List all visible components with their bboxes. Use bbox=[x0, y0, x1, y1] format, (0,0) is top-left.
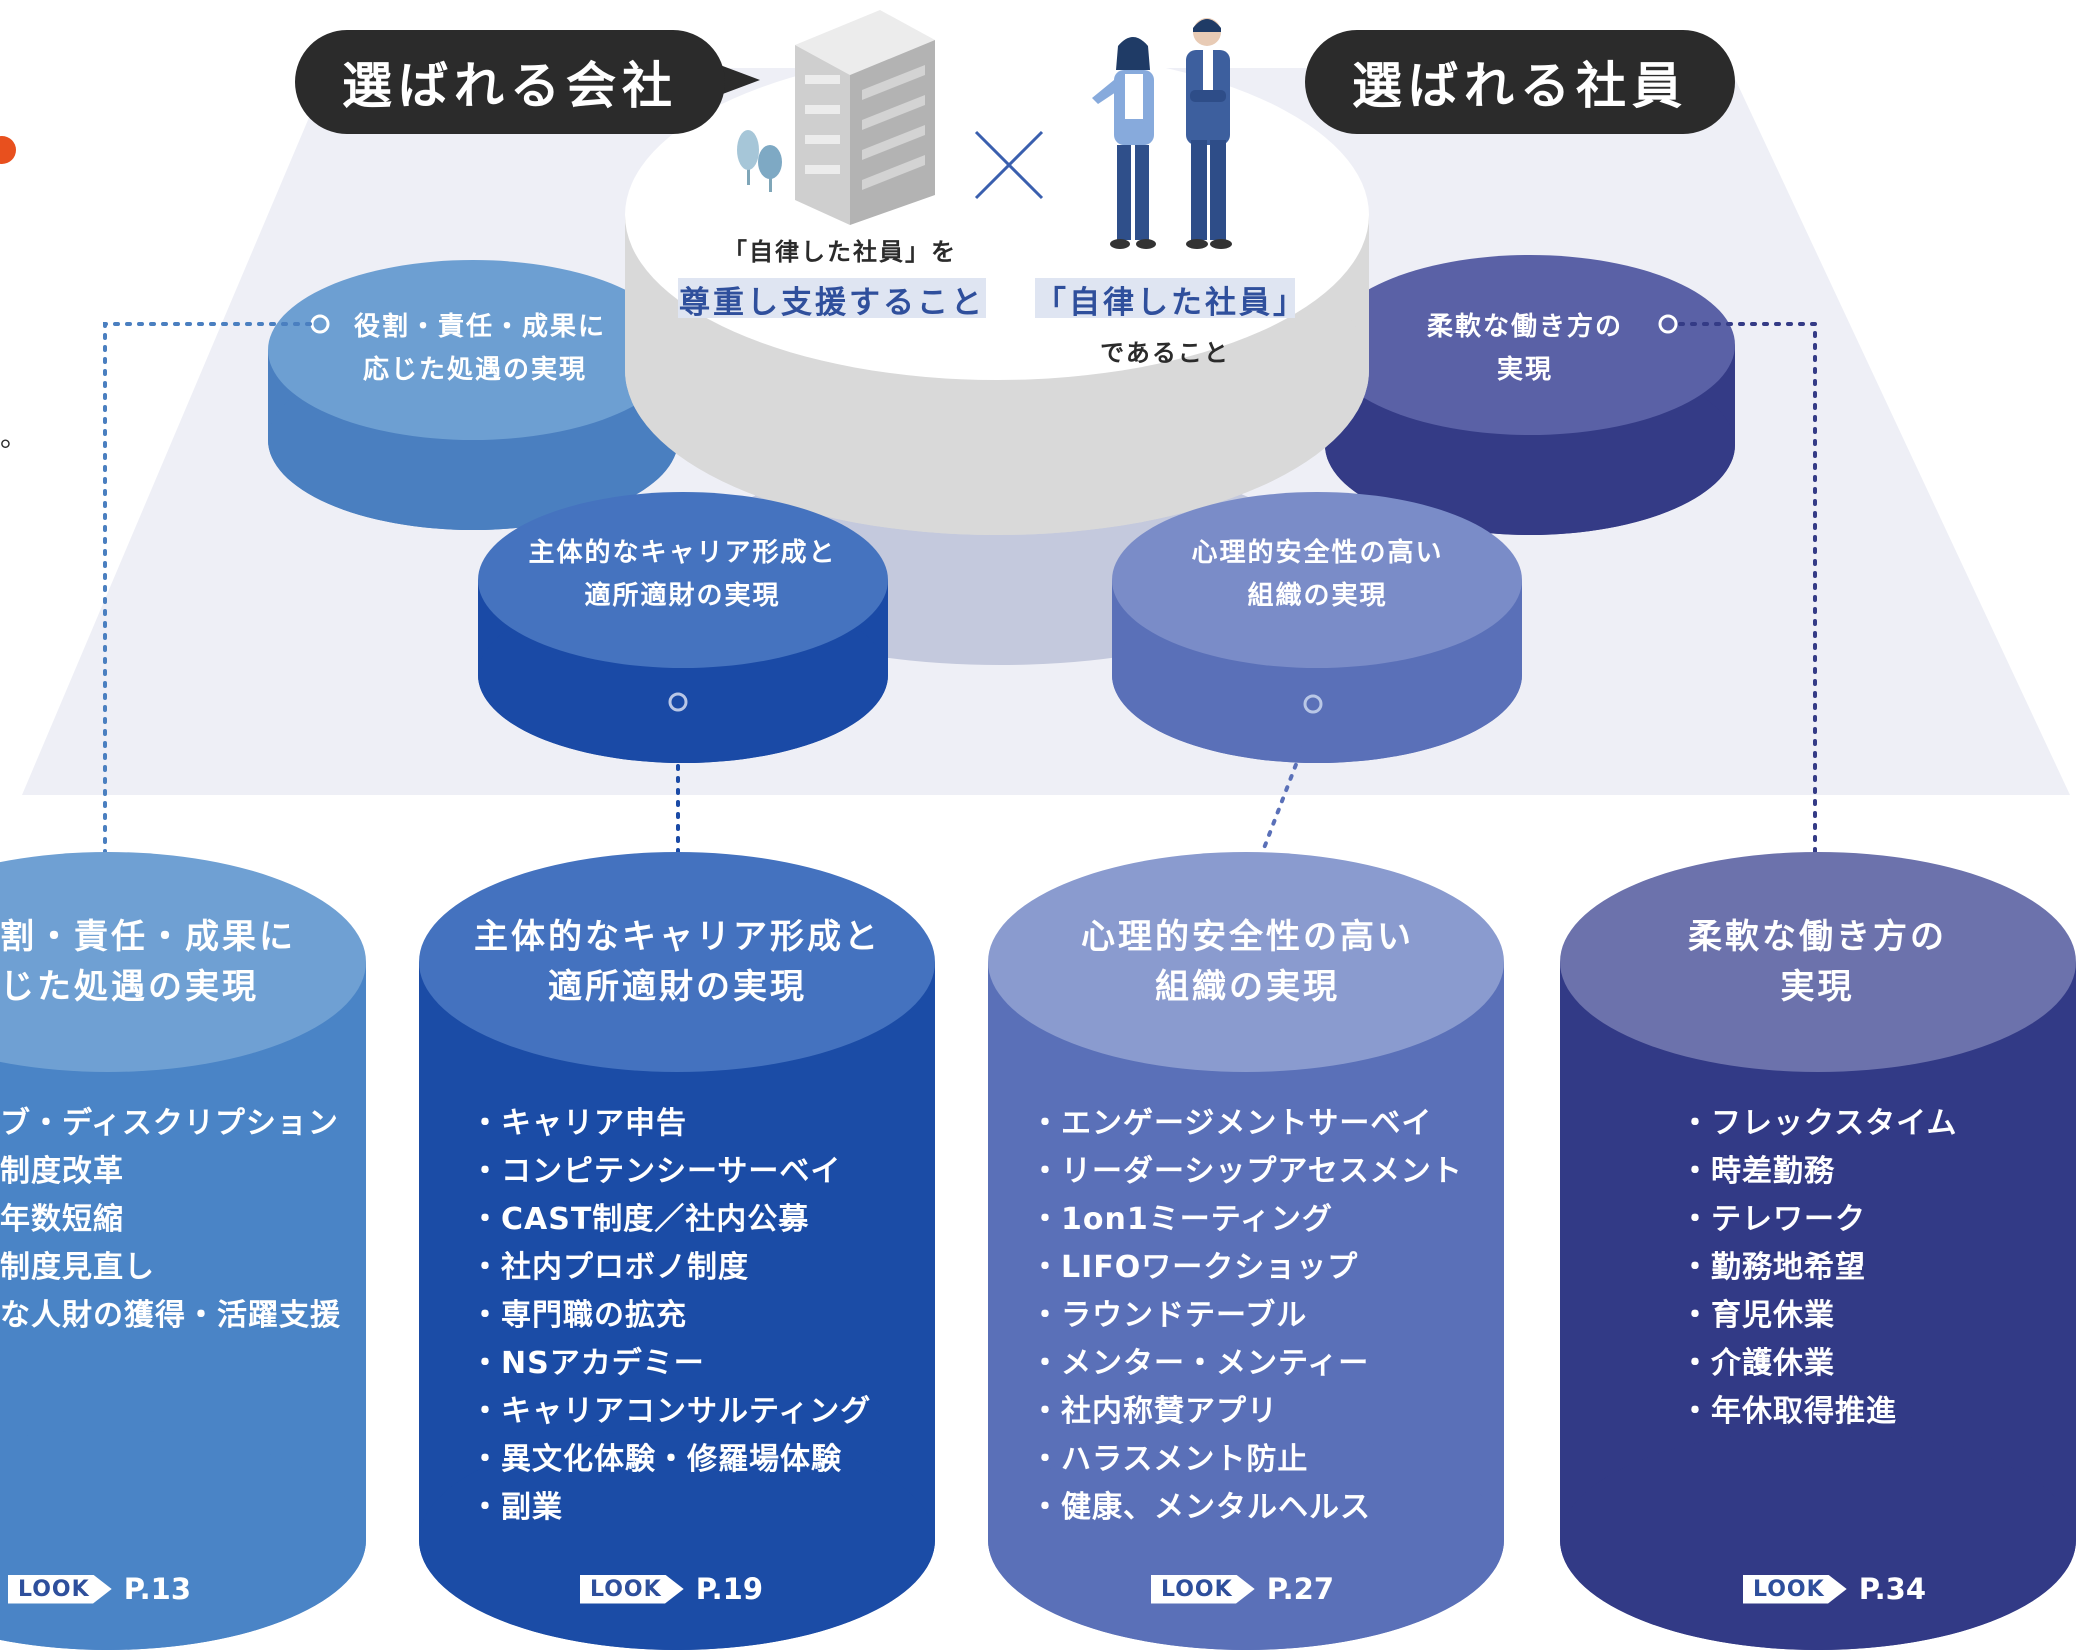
list-item: ・メンター・メンティー bbox=[1030, 1346, 1370, 1381]
list-item: ・年休取得推進 bbox=[1680, 1394, 1897, 1429]
list-item: ・健康、メンタルヘルス bbox=[1030, 1490, 1371, 1525]
list-item: ・NSアカデミー bbox=[470, 1346, 705, 1381]
list-item: ・勤務地希望 bbox=[1680, 1250, 1866, 1285]
big-cylinder-2 bbox=[419, 852, 935, 1650]
list-item: ・キャリア申告 bbox=[470, 1106, 687, 1141]
center-left-highlight: 尊重し支援すること bbox=[679, 285, 985, 321]
list-item: ・専門職の拡充 bbox=[470, 1298, 687, 1333]
column-2-items: ・キャリア申告 ・コンピテンシーサーベイ ・CAST制度／社内公募 ・社内プロボ… bbox=[470, 1100, 871, 1532]
column-2-title: 主体的なキャリア形成と 適所適財の実現 bbox=[474, 917, 881, 1007]
list-item: ・時差勤務 bbox=[1680, 1154, 1835, 1189]
side-mark-dot bbox=[0, 136, 16, 164]
column-1-page-link[interactable]: LOOK P.13 bbox=[8, 1572, 191, 1606]
column-1-title: 割・責任・成果に じた処遇の実現 bbox=[0, 917, 296, 1007]
dotted-connectors bbox=[103, 322, 1817, 892]
tree-icon bbox=[737, 130, 782, 192]
left-pill-pointer bbox=[720, 65, 760, 95]
connector-dot-2 bbox=[668, 692, 688, 712]
small-cylinder-3-label: 心理的安全性の高い 組織の実現 bbox=[1191, 538, 1444, 611]
list-item: 制度見直し bbox=[0, 1250, 155, 1285]
column-3-items: ・エンゲージメントサーベイ ・リーダーシップアセスメント ・1on1ミーティング… bbox=[1030, 1100, 1463, 1532]
list-item: ・リーダーシップアセスメント bbox=[1030, 1154, 1463, 1189]
column-1-items: ブ・ディスクリプション 制度改革 年数短縮 制度見直し な人財の獲得・活躍支援 bbox=[0, 1100, 341, 1340]
small-cylinder-1-label: 役割・責任・成果に 応じた処遇の実現 bbox=[353, 312, 606, 385]
people-icon bbox=[1092, 18, 1232, 249]
list-item: ・育児休業 bbox=[1680, 1298, 1835, 1333]
big-cylinder-4 bbox=[1560, 852, 2076, 1650]
list-item: ・フレックスタイム bbox=[1680, 1106, 1958, 1141]
page-number: P.34 bbox=[1858, 1572, 1926, 1606]
look-badge: LOOK bbox=[580, 1574, 684, 1604]
look-badge: LOOK bbox=[1151, 1574, 1255, 1604]
column-3-title: 心理的安全性の高い 組織の実現 bbox=[1081, 917, 1414, 1007]
list-item: ・エンゲージメントサーベイ bbox=[1030, 1106, 1433, 1141]
list-item: ・キャリアコンサルティング bbox=[470, 1394, 872, 1429]
page-number: P.13 bbox=[123, 1572, 191, 1606]
center-right-small: であること bbox=[1100, 339, 1230, 367]
list-item: 年数短縮 bbox=[0, 1202, 124, 1237]
list-item: ・介護休業 bbox=[1680, 1346, 1835, 1381]
column-3-page-link[interactable]: LOOK P.27 bbox=[1151, 1572, 1334, 1606]
list-item: ・社内プロボノ制度 bbox=[470, 1250, 749, 1285]
list-item: ・ラウンドテーブル bbox=[1030, 1298, 1308, 1333]
small-cylinder-4-label: 柔軟な働き方の 実現 bbox=[1426, 312, 1623, 385]
connector-dot-4 bbox=[1658, 314, 1678, 334]
list-item: ・1on1ミーティング bbox=[1030, 1202, 1333, 1237]
column-4-page-link[interactable]: LOOK P.34 bbox=[1743, 1572, 1926, 1606]
look-badge: LOOK bbox=[1743, 1574, 1847, 1604]
page-number: P.27 bbox=[1266, 1572, 1334, 1606]
selected-employee-label: 選ばれる社員 bbox=[1352, 57, 1688, 115]
column-2-page-link[interactable]: LOOK P.19 bbox=[580, 1572, 763, 1606]
selected-employee-pill: 選ばれる社員 bbox=[1305, 30, 1735, 134]
big-cylinder-3 bbox=[988, 852, 1504, 1650]
small-cylinder-4 bbox=[1325, 255, 1735, 535]
list-item: ・社内称賛アプリ bbox=[1030, 1394, 1278, 1429]
page-number: P.19 bbox=[695, 1572, 763, 1606]
left-highlight-box bbox=[678, 278, 986, 318]
list-item: ・ハラスメント防止 bbox=[1030, 1442, 1309, 1477]
list-item: ・LIFOワークショップ bbox=[1030, 1250, 1359, 1285]
center-left-small: 「自律した社員」を bbox=[723, 238, 957, 266]
list-item: ・テレワーク bbox=[1680, 1202, 1866, 1237]
small-cylinder-1 bbox=[268, 260, 678, 530]
list-item: 制度改革 bbox=[0, 1154, 124, 1189]
list-item: ・副業 bbox=[470, 1490, 563, 1525]
column-4-items: ・フレックスタイム ・時差勤務 ・テレワーク ・勤務地希望 ・育児休業 ・介護休… bbox=[1680, 1100, 1958, 1436]
right-highlight-box bbox=[1035, 278, 1295, 318]
list-item: ブ・ディスクリプション bbox=[0, 1106, 339, 1141]
cross-icon bbox=[974, 130, 1044, 200]
column-4-title: 柔軟な働き方の 実現 bbox=[1688, 917, 1947, 1007]
small-cylinder-3 bbox=[1112, 492, 1522, 763]
big-cylinder-1 bbox=[0, 852, 366, 1650]
list-item: ・CAST制度／社内公募 bbox=[470, 1202, 810, 1237]
building-icon bbox=[795, 10, 935, 225]
selected-company-label: 選ばれる会社 bbox=[342, 57, 678, 115]
selected-company-pill: 選ばれる会社 bbox=[295, 30, 725, 134]
list-item: な人財の獲得・活躍支援 bbox=[0, 1298, 341, 1333]
list-item: ・異文化体験・修羅場体験 bbox=[470, 1442, 842, 1477]
connector-dot-3 bbox=[1303, 694, 1323, 714]
small-cylinder-2 bbox=[478, 492, 888, 763]
list-item: ・コンピテンシーサーベイ bbox=[470, 1154, 842, 1189]
small-cylinder-2-label: 主体的なキャリア形成と 適所適財の実現 bbox=[528, 538, 837, 611]
center-right-highlight: 「自律した社員」 bbox=[1035, 285, 1307, 321]
side-mark-period: 。 bbox=[0, 420, 29, 453]
look-badge: LOOK bbox=[8, 1574, 112, 1604]
